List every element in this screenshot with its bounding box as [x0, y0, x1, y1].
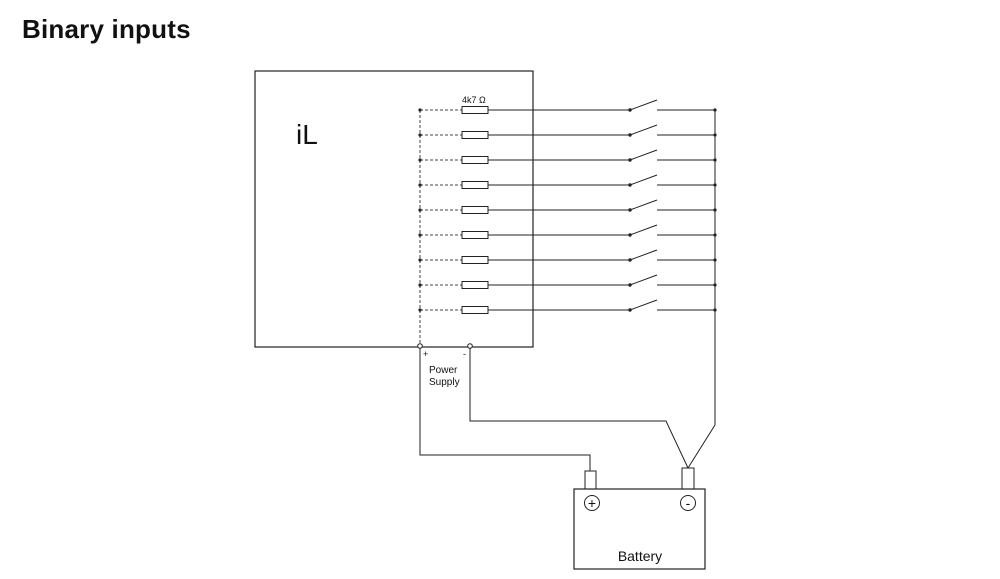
- battery-plus-post: [584, 470, 597, 490]
- battery-label: Battery: [618, 548, 662, 564]
- plus-wire: [419, 348, 591, 471]
- input-1-resistor: [461, 106, 489, 114]
- input-4-node: [418, 183, 422, 187]
- input-1-node: [418, 108, 422, 112]
- input-5-resistor: [461, 206, 489, 214]
- input-9-resistor: [461, 306, 489, 314]
- battery-minus-symbol: -: [686, 495, 691, 511]
- input-7-switch-blade: [629, 249, 658, 261]
- controller-box: [254, 70, 534, 348]
- input-3-node: [418, 158, 422, 162]
- battery-minus-post: [681, 467, 695, 490]
- plus-terminal: [417, 343, 423, 349]
- input-5-node: [418, 208, 422, 212]
- controller-label: iL: [296, 119, 318, 150]
- page-title: Binary inputs: [22, 14, 191, 44]
- input-6-node: [418, 233, 422, 237]
- input-8-node: [418, 283, 422, 287]
- input-6-switch-blade: [629, 224, 658, 236]
- input-4-switch-blade: [629, 174, 658, 186]
- input-2-resistor: [461, 131, 489, 139]
- input-2-node: [418, 133, 422, 137]
- resistor-label: 4k7 Ω: [462, 95, 486, 105]
- input-7-node: [418, 258, 422, 262]
- input-9-node: [418, 308, 422, 312]
- input-2-switch-blade: [629, 124, 658, 136]
- minus-terminal-label: -: [463, 349, 466, 359]
- battery-plus-symbol: +: [588, 495, 596, 511]
- power-supply-label-line2: Supply: [429, 377, 460, 388]
- input-7-resistor: [461, 256, 489, 264]
- battery-minus-symbol-circle: [680, 495, 696, 511]
- input-1-switch-blade: [629, 99, 658, 111]
- binary-input-rows: [418, 99, 717, 346]
- plus-terminal-label: +: [423, 349, 428, 359]
- input-8-switch-blade: [629, 274, 658, 286]
- input-3-resistor: [461, 156, 489, 164]
- minus-terminal: [467, 343, 473, 349]
- input-6-resistor: [461, 231, 489, 239]
- bus-to-battery-wire: [687, 424, 716, 469]
- battery-plus-symbol-circle: [584, 495, 600, 511]
- minus-wire: [469, 348, 689, 469]
- input-8-resistor: [461, 281, 489, 289]
- input-9-switch-blade: [629, 299, 658, 311]
- input-4-resistor: [461, 181, 489, 189]
- input-3-switch-blade: [629, 149, 658, 161]
- input-5-switch-blade: [629, 199, 658, 211]
- power-supply-label-line1: Power: [429, 365, 458, 376]
